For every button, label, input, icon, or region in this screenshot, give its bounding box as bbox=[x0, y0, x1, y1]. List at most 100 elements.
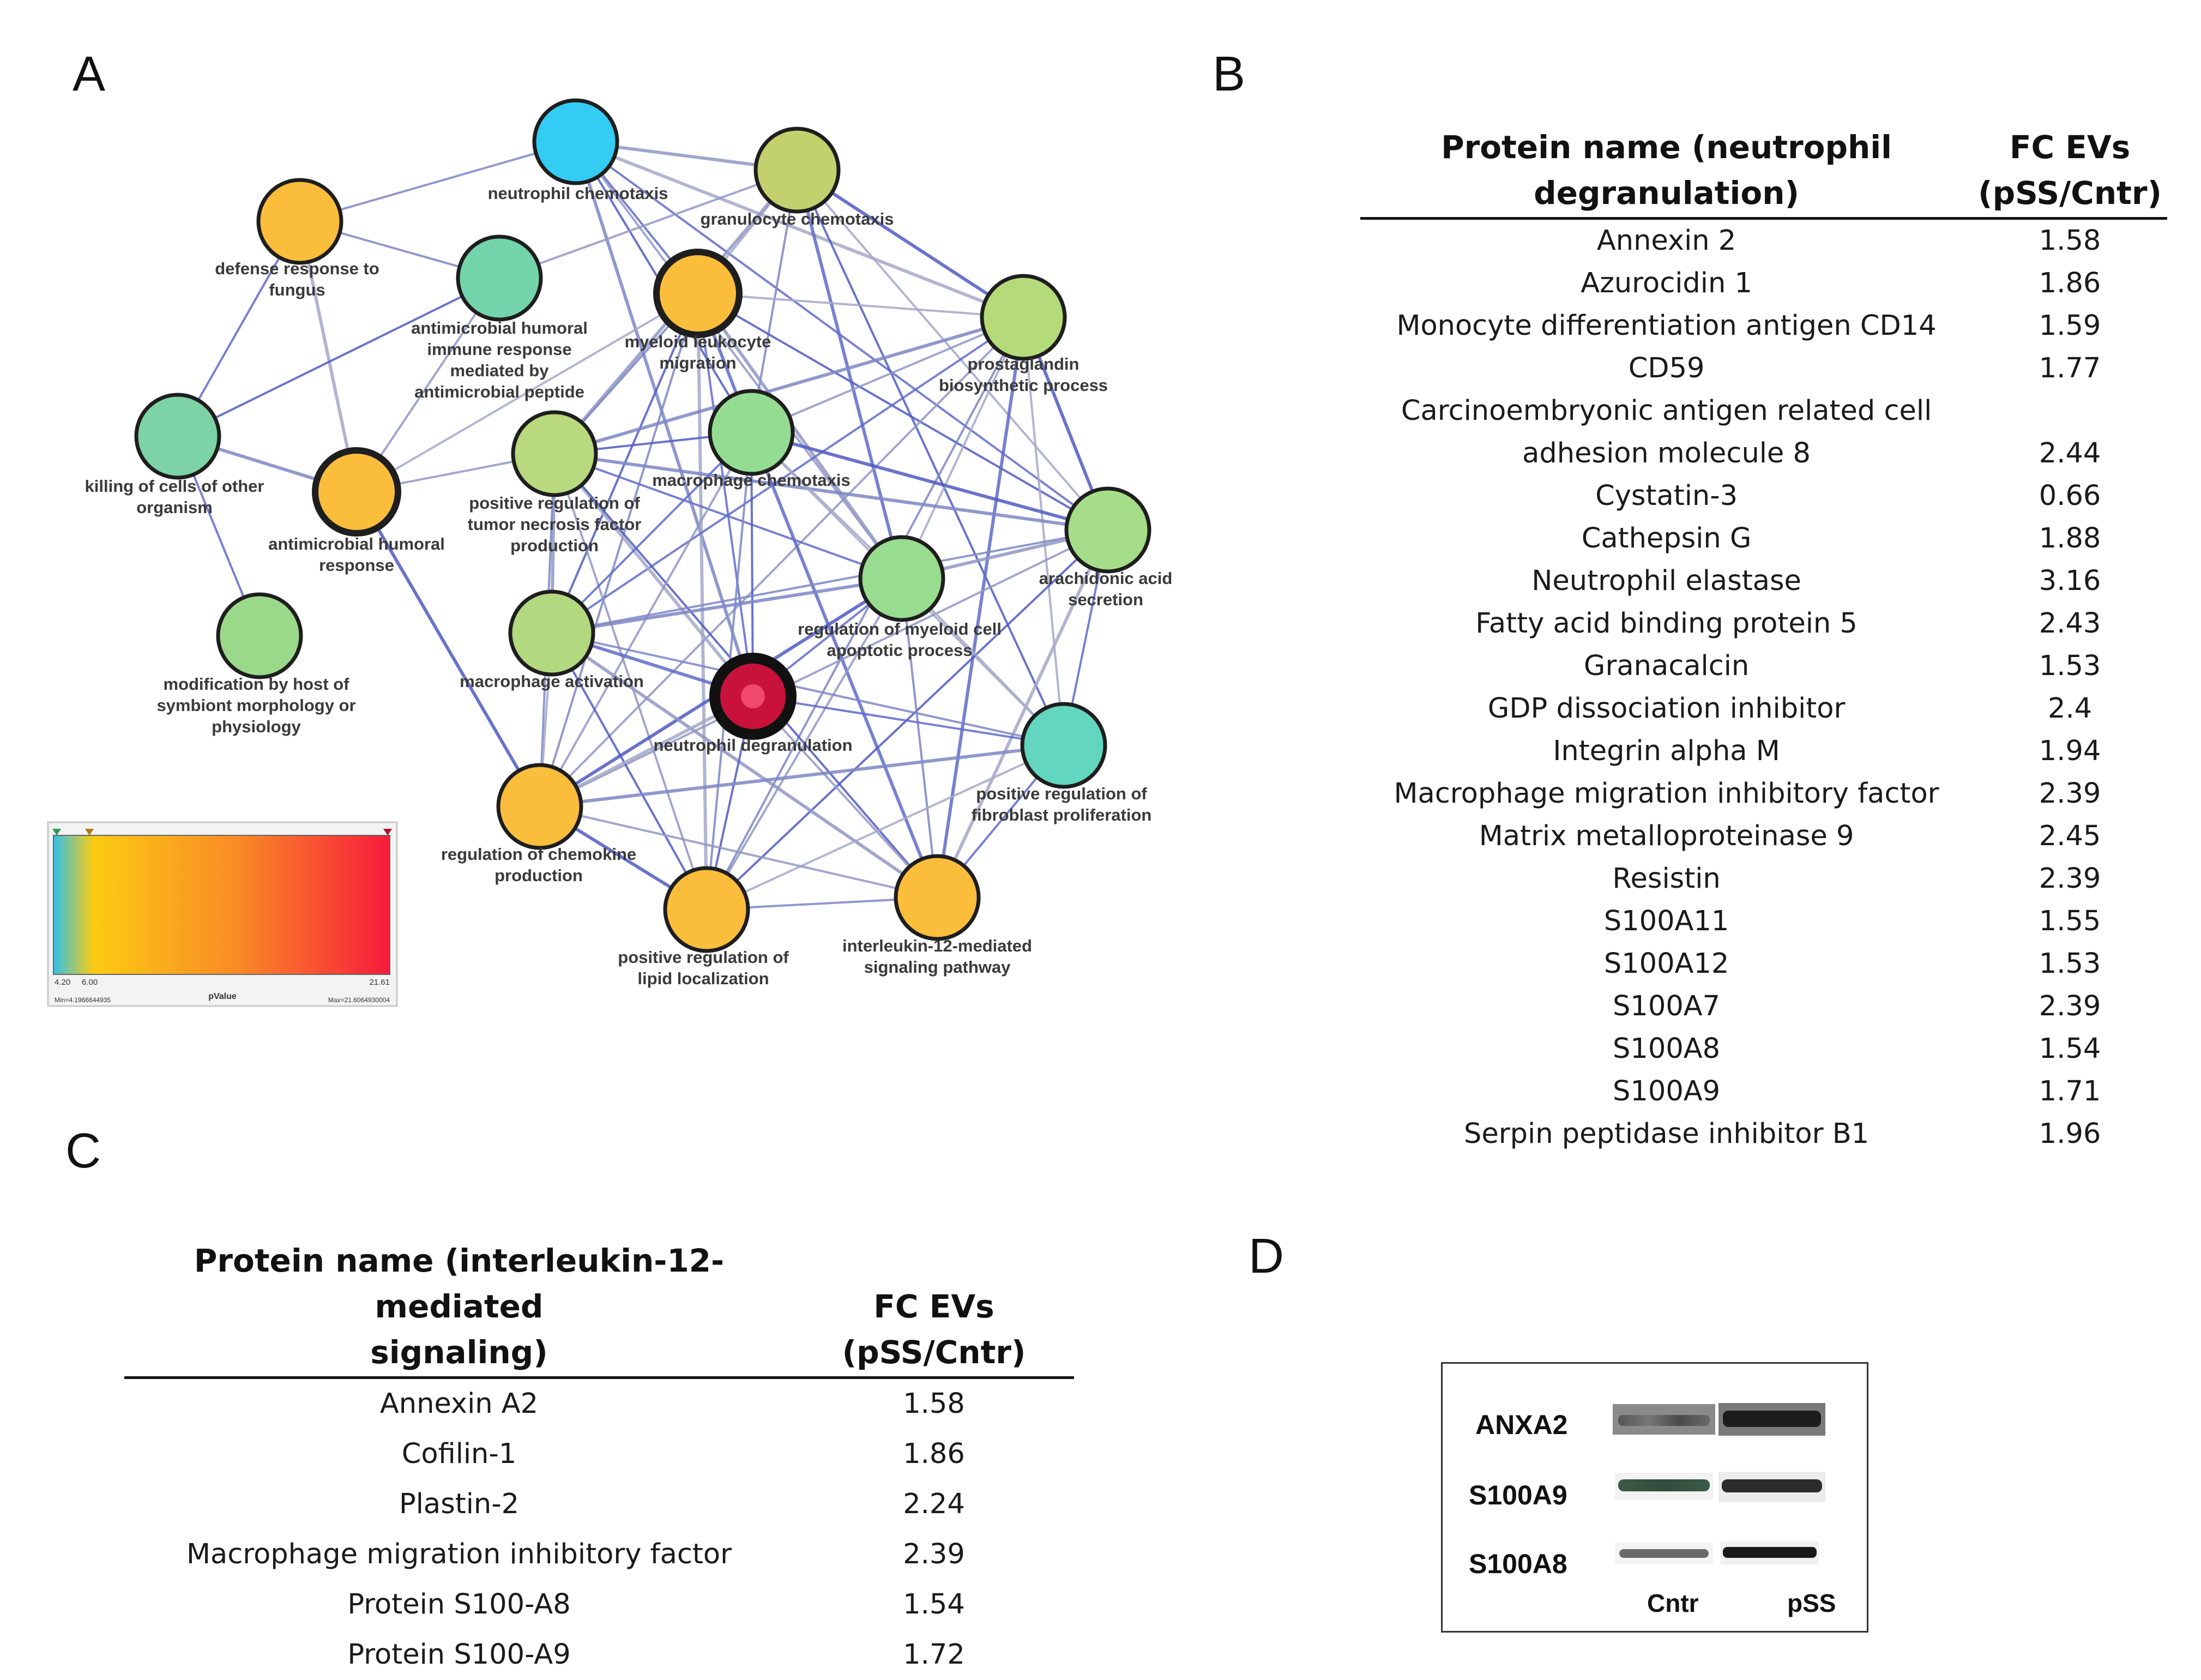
blot-lane-label-cntr: Cntr bbox=[1647, 1588, 1699, 1618]
node-circle bbox=[315, 450, 398, 533]
node-label-line: fungus bbox=[269, 280, 325, 299]
fold-change-cell: 1.59 bbox=[1973, 305, 2167, 347]
protein-name-cell: Fatty acid binding protein 5 bbox=[1360, 603, 1973, 645]
protein-name-cell: Azurocidin 1 bbox=[1360, 262, 1973, 305]
node-label-line: symbiont morphology or bbox=[156, 696, 355, 715]
fold-change-cell: 1.55 bbox=[1973, 900, 2167, 943]
node-label-line: positive regulation of bbox=[976, 784, 1147, 803]
protein-name-line: Cathepsin G bbox=[1366, 517, 1967, 560]
protein-name-cell: S100A8 bbox=[1360, 1028, 1973, 1070]
node-label: antimicrobial humoral response bbox=[268, 534, 445, 575]
protein-name-cell: Resistin bbox=[1360, 858, 1973, 900]
legend-mid-tick: 6.00 bbox=[82, 978, 98, 987]
protein-name-line: S100A7 bbox=[1366, 985, 1967, 1028]
node-circle bbox=[258, 180, 341, 263]
node-label-line: response bbox=[319, 556, 394, 575]
protein-name-cell: Cathepsin G bbox=[1360, 517, 1973, 560]
fold-change-cell: 2.43 bbox=[1973, 603, 2167, 645]
node-prostaglandin bbox=[982, 276, 1065, 359]
node-label: granulocyte chemotaxis bbox=[701, 209, 894, 228]
node-label: macrophage chemotaxis bbox=[652, 471, 851, 490]
node-circle bbox=[218, 594, 301, 677]
node-label-line: myeloid leukocyte bbox=[625, 332, 771, 351]
protein-name-line: Azurocidin 1 bbox=[1366, 262, 1967, 305]
node-arachidonic bbox=[1066, 489, 1149, 571]
protein-name-cell: Serpin peptidase inhibitor B1 bbox=[1360, 1113, 1973, 1155]
node-label-line: production bbox=[495, 866, 583, 885]
protein-name-cell: Annexin 2 bbox=[1360, 219, 1973, 263]
blot-row-label-anxa2: ANXA2 bbox=[1475, 1409, 1567, 1441]
protein-name-cell: Annexin A2 bbox=[124, 1378, 794, 1430]
fold-change-cell: 2.45 bbox=[1973, 815, 2167, 858]
protein-name-line: S100A11 bbox=[1366, 900, 1967, 943]
node-pos-reg-tnf bbox=[513, 412, 596, 495]
fold-change-cell: 2.39 bbox=[794, 1530, 1074, 1580]
protein-name-line: GDP dissociation inhibitor bbox=[1366, 688, 1967, 730]
node-circle bbox=[510, 592, 593, 675]
node-label-line: physiology bbox=[212, 717, 301, 736]
protein-name-cell: S100A9 bbox=[1360, 1070, 1973, 1113]
node-pos-reg-fibroblast bbox=[1022, 704, 1105, 787]
protein-name-header: Protein name (interleukin-12-mediated si… bbox=[124, 1238, 794, 1378]
protein-name-cell: Matrix metalloproteinase 9 bbox=[1360, 815, 1973, 858]
protein-name-line: S100A9 bbox=[1366, 1070, 1967, 1113]
blot-lane-label-pss: pSS bbox=[1787, 1588, 1836, 1618]
protein-name-line: Serpin peptidase inhibitor B1 bbox=[1366, 1113, 1967, 1155]
protein-name-cell: Macrophage migration inhibitory factor bbox=[1360, 773, 1973, 815]
node-label-line: production bbox=[510, 536, 599, 555]
panel-d-letter: D bbox=[1249, 1229, 1284, 1285]
network-edge bbox=[698, 293, 707, 910]
protein-name-line: S100A12 bbox=[1366, 943, 1967, 985]
table-header-row: Protein name (interleukin-12-mediated si… bbox=[124, 1238, 1074, 1378]
protein-name-line: Cofilin-1 bbox=[130, 1429, 788, 1479]
blot-row-label-s100a9: S100A9 bbox=[1469, 1479, 1567, 1511]
node-label-line: regulation of myeloid cell bbox=[798, 619, 1002, 639]
fc-header: FC EVs (pSS/Cntr) bbox=[794, 1238, 1074, 1378]
protein-name-cell: Plastin-2 bbox=[124, 1479, 794, 1530]
protein-name-cell: Protein S100-A8 bbox=[124, 1580, 794, 1630]
network-edge bbox=[552, 530, 1108, 633]
header-line: Protein name (neutrophil bbox=[1366, 124, 1967, 170]
fold-change-cell: 1.77 bbox=[1973, 347, 2167, 390]
protein-name-line: Integrin alpha M bbox=[1366, 730, 1967, 773]
fold-change-cell: 2.39 bbox=[1973, 985, 2167, 1028]
node-killing-cells bbox=[136, 395, 219, 478]
node-circle bbox=[756, 129, 839, 212]
fold-change-cell: 0.66 bbox=[1973, 475, 2167, 517]
fold-change-cell: 2.4 bbox=[1973, 688, 2167, 730]
blot-band-s100a8-cntr bbox=[1615, 1543, 1713, 1564]
legend-max-tick: 21.61 bbox=[369, 978, 390, 987]
legend-min-text: Min=4.1966644935 bbox=[55, 996, 111, 1004]
fold-change-cell: 1.72 bbox=[794, 1630, 1074, 1680]
node-label: macrophage activation bbox=[460, 672, 644, 691]
fold-change-cell: 2.44 bbox=[1973, 390, 2167, 475]
node-label-line: prostaglandin bbox=[968, 354, 1080, 374]
node-circle bbox=[458, 237, 541, 320]
protein-name-cell: GDP dissociation inhibitor bbox=[1360, 688, 1973, 730]
header-line: (pSS/Cntr) bbox=[1978, 170, 2162, 216]
node-pos-reg-lipid bbox=[665, 868, 748, 951]
node-circle bbox=[1022, 704, 1105, 787]
table-header-row: Protein name (neutrophil degranulation) … bbox=[1360, 124, 2167, 219]
header-line: Protein name (interleukin-12-mediated bbox=[130, 1238, 788, 1329]
node-label-line: antimicrobial humoral bbox=[268, 534, 445, 553]
node-label-line: interleukin-12-mediated bbox=[842, 936, 1032, 955]
node-circle bbox=[136, 395, 219, 478]
protein-name-line: Plastin-2 bbox=[130, 1479, 788, 1530]
node-label-line: fibroblast proliferation bbox=[972, 805, 1152, 824]
protein-name-line: Protein S100-A8 bbox=[130, 1580, 788, 1630]
